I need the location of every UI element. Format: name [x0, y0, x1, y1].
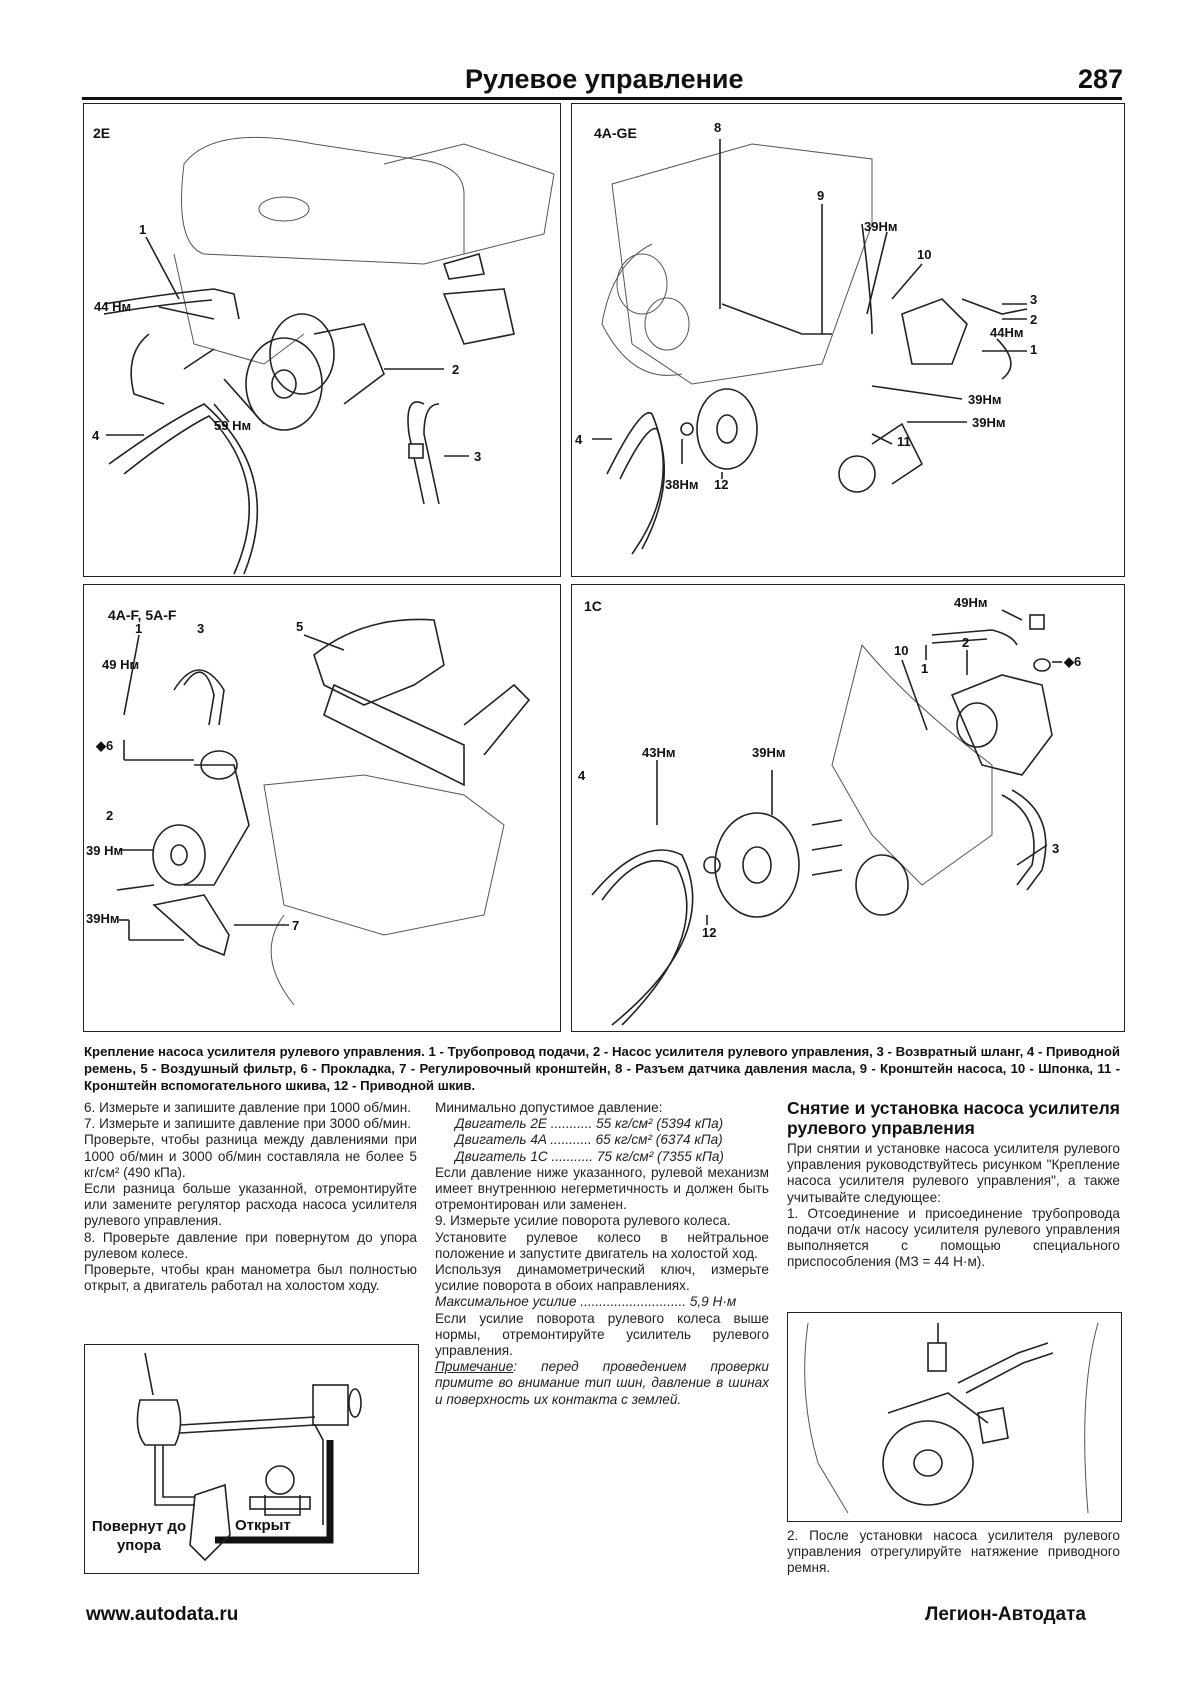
pump-diagram-4af: 1 5 3 49 Нм ◆6 2 39 Нм 39Нм 7: [86, 618, 531, 1006]
callout-1: 1: [921, 661, 928, 676]
spec-line: Двигатель 2E ........... 55 кг/см² (5394…: [455, 1116, 724, 1132]
paragraph: Если давление ниже указанного, рулевой м…: [435, 1164, 769, 1213]
callout-4: 4: [578, 768, 586, 783]
callout-12: 12: [714, 477, 728, 492]
paragraph: 7. Измерьте и запишите давление при 3000…: [84, 1116, 412, 1132]
callout-49nm: 49Нм: [954, 595, 987, 610]
callout-7: 7: [292, 918, 299, 933]
pressure-test-diagram: [136, 1352, 362, 1562]
note-text: : перед проведением проверки примите во …: [435, 1359, 769, 1407]
paragraph: 2. После установки насоса усилителя руле…: [787, 1528, 1120, 1576]
engine-label: 4A-F, 5A-F: [108, 607, 177, 623]
paragraph: Проверьте, чтобы разница между давлениям…: [84, 1132, 417, 1180]
callout-49nm: 49 Нм: [102, 657, 139, 672]
text-column-3: Снятие и установка насоса усилителя руле…: [787, 1098, 1120, 1271]
pump-diagram-4age: 8 9 39Нм 10 3 2 44Нм 1 39Нм 39Нм 11 4 38…: [575, 120, 1037, 555]
paragraph: 6. Измерьте и запишите давление при 1000…: [84, 1100, 412, 1115]
callout-43nm: 43Нм: [642, 745, 675, 760]
callout-11: 11: [897, 434, 911, 449]
footer-publisher: Легион-Автодата: [925, 1604, 1086, 1625]
callout-3: 3: [197, 621, 204, 636]
paragraph: Если разница больше указанной, отремонти…: [84, 1181, 417, 1229]
callout-diamond-6: ◆6: [95, 738, 113, 753]
figure-caption: Крепление насоса усилителя рулевого упра…: [84, 1044, 1120, 1093]
pump-removal-figure: [787, 1312, 1122, 1522]
callout-5: 5: [296, 619, 303, 634]
callout-39nm: 39 Нм: [86, 843, 123, 858]
callout-39nm-top: 39Нм: [864, 219, 897, 234]
text-column-2: Минимально допустимое давление: Двигател…: [435, 1100, 769, 1408]
callout-44nm: 44 Нм: [94, 299, 131, 314]
callout-4: 4: [92, 428, 100, 443]
label-open: Открыт: [235, 1517, 291, 1534]
callout-2: 2: [1030, 312, 1037, 327]
text-column-1: 6. Измерьте и запишите давление при 1000…: [84, 1100, 417, 1294]
callout-10: 10: [894, 643, 908, 658]
callout-1: 1: [135, 621, 142, 636]
paragraph: Минимально допустимое давление:: [435, 1100, 663, 1115]
callout-39nm-mid: 39Нм: [968, 392, 1001, 407]
spec-line: Двигатель 4A ........... 65 кг/см² (6374…: [455, 1132, 723, 1148]
callout-12: 12: [702, 925, 716, 940]
callout-44nm: 44Нм: [990, 325, 1023, 340]
paragraph: Если усилие поворота рулевого колеса выш…: [435, 1310, 769, 1359]
pump-removal-diagram: [804, 1322, 1099, 1514]
spec-line: Двигатель 1C ........... 75 кг/см² (7355…: [455, 1148, 724, 1164]
spec-line: Максимальное усилие ....................…: [435, 1294, 737, 1310]
callout-10: 10: [917, 247, 931, 262]
pump-diagram-1c: 49Нм 1 2 ◆6 10 43Нм 39Нм 4 12 3: [578, 595, 1081, 1026]
footer-website: www.autodata.ru: [86, 1604, 239, 1625]
engine-label: 2E: [93, 125, 111, 141]
diagram-panel-4age: 4A-GE 8 9 39Нм 10 3 2: [571, 103, 1125, 577]
note: Примечание: перед проведением проверки п…: [435, 1359, 769, 1408]
section-title: Снятие и установка насоса усилителя руле…: [787, 1098, 1120, 1138]
paragraph: Используя динамометрический ключ, измерь…: [435, 1262, 769, 1294]
diagram-panel-2e: 2E 1 44 Нм 59 Н: [83, 103, 561, 577]
callout-3: 3: [474, 449, 481, 464]
paragraph: 8. Проверьте давление при повернутом до …: [84, 1229, 417, 1261]
callout-1: 1: [1030, 342, 1037, 357]
engine-label: 1C: [584, 598, 602, 614]
callout-39nm-low: 39Нм: [972, 415, 1005, 430]
label-turned: Повернут до упора: [91, 1518, 187, 1554]
paragraph: 1. Отсоединение и присоединение трубопро…: [787, 1205, 1120, 1270]
paragraph: Установите рулевое колесо в нейтральное …: [435, 1229, 769, 1261]
callout-3: 3: [1030, 292, 1037, 307]
callout-2: 2: [452, 362, 459, 377]
engine-label: 4A-GE: [594, 125, 637, 141]
callout-39nm-bracket: 39Нм: [86, 911, 119, 926]
paragraph: 9. Измерьте усилие поворота рулевого кол…: [435, 1213, 731, 1229]
callout-39nm: 39Нм: [752, 745, 785, 760]
text-column-3-continued: 2. После установки насоса усилителя руле…: [787, 1528, 1120, 1577]
callout-59nm: 59 Нм: [214, 418, 251, 433]
pressure-test-figure: Повернут до упора Открыт: [84, 1344, 419, 1574]
callout-2: 2: [106, 808, 113, 823]
callout-8: 8: [714, 120, 721, 135]
pump-diagram-2e: 1 44 Нм 59 Нм 2 4 3: [92, 136, 555, 575]
diagram-panel-4af: 4A-F, 5A-F 1 5 3 49 Нм ◆6 2 3: [83, 584, 561, 1032]
paragraph: При снятии и установке насоса усилителя …: [787, 1141, 1120, 1205]
page-title: Рулевое управление: [465, 64, 744, 94]
callout-3: 3: [1052, 841, 1059, 856]
note-label: Примечание: [435, 1359, 514, 1375]
paragraph: Проверьте, чтобы кран манометра был полн…: [84, 1262, 417, 1294]
callout-4: 4: [575, 432, 583, 447]
callout-2: 2: [962, 635, 969, 650]
diagram-panel-1c: 1C 49Нм 1 2 ◆6: [571, 584, 1125, 1032]
callout-1: 1: [139, 222, 146, 237]
callout-diamond-6: ◆6: [1063, 654, 1081, 669]
callout-38nm: 38Нм: [665, 477, 698, 492]
header-rule: [82, 97, 1122, 100]
callout-9: 9: [817, 188, 824, 203]
page-number: 287: [1078, 64, 1124, 94]
